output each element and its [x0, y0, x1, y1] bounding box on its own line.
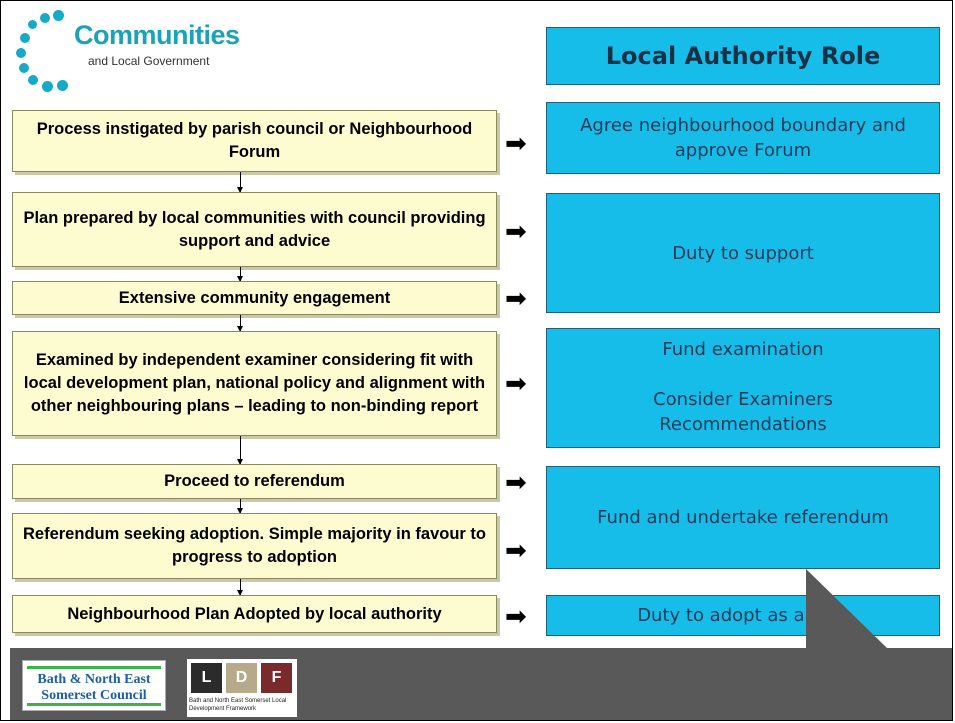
role-boundary: Agree neighbourhood boundary and approve… — [546, 102, 940, 174]
ldf-letter-f: F — [261, 663, 292, 693]
ldf-letter-d: D — [226, 663, 257, 693]
role-support-text: Duty to support — [672, 242, 814, 264]
role-header: Local Authority Role — [546, 27, 940, 85]
right-arrow-icon: ➡ — [505, 467, 527, 497]
right-arrow-icon: ➡ — [505, 128, 527, 158]
role-boundary-text: Agree neighbourhood boundary and approve… — [580, 115, 906, 161]
role-adopt-text: Duty to adopt as a DPD — [637, 605, 849, 626]
right-arrow-icon: ➡ — [505, 601, 527, 631]
role-referendum: Fund and undertake referendum — [546, 466, 940, 569]
flow-arrow — [237, 315, 243, 332]
step-plan-adopted: Neighbourhood Plan Adopted by local auth… — [12, 595, 497, 633]
step-proceed-referendum: Proceed to referendum — [12, 464, 497, 499]
ldf-letter-l: L — [191, 663, 222, 693]
council-name: Bath & North East Somerset Council — [37, 672, 151, 703]
ldf-logo: L D F Bath and North East Somerset Local… — [187, 659, 297, 717]
role-referendum-text: Fund and undertake referendum — [597, 507, 889, 528]
flow-arrow — [237, 172, 243, 193]
right-arrow-icon: ➡ — [505, 283, 527, 313]
role-examination: Fund examination Consider Examiners Reco… — [546, 328, 940, 448]
step-plan-prepared: Plan prepared by local communities with … — [12, 192, 497, 267]
flow-arrow — [237, 579, 243, 596]
logo-subtitle: and Local Government — [88, 54, 210, 68]
footer-bar — [10, 648, 952, 720]
flow-arrow — [237, 436, 243, 465]
step-examination: Examined by independent examiner conside… — [12, 331, 497, 436]
logo-title: Communities — [74, 20, 240, 50]
step-process-instigated: Process instigated by parish council or … — [12, 110, 497, 172]
footer-triangle — [806, 569, 888, 649]
bnes-council-logo: Bath & North East Somerset Council — [22, 660, 166, 711]
role-exam-fund-text: Fund examination — [662, 339, 824, 360]
role-exam-consider-text: Consider Examiners Recommendations — [653, 389, 833, 435]
role-support: Duty to support — [546, 193, 940, 313]
flow-arrow — [237, 499, 243, 514]
step-community-engagement: Extensive community engagement — [12, 281, 497, 315]
communities-logo: Communities and Local Government — [16, 10, 258, 97]
ldf-caption: Bath and North East Somerset Local Devel… — [189, 698, 287, 712]
right-arrow-icon: ➡ — [505, 535, 527, 565]
step-referendum-adoption: Referendum seeking adoption. Simple majo… — [12, 513, 497, 579]
flow-arrow — [237, 267, 243, 282]
right-arrow-icon: ➡ — [505, 368, 527, 398]
right-arrow-icon: ➡ — [505, 216, 527, 246]
